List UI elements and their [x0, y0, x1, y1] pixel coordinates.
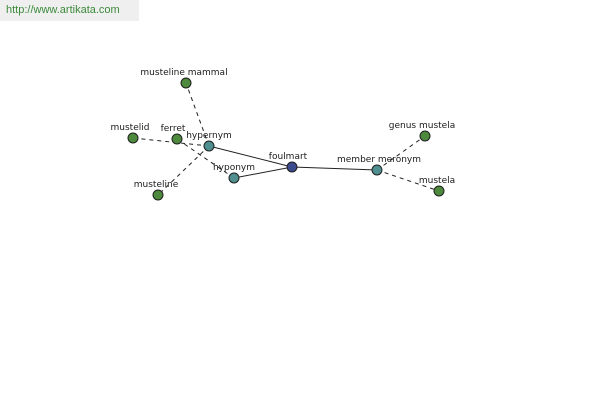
node-genus-mustela[interactable]: genus mustela	[389, 121, 455, 142]
node-dot-mustela[interactable]	[433, 185, 445, 197]
node-musteline-mammal[interactable]: musteline mammal	[140, 68, 228, 89]
node-label-genus-mustela: genus mustela	[389, 121, 455, 131]
node-dot-ferret[interactable]	[171, 133, 183, 145]
edge-foulmart-hyponym	[233, 166, 293, 179]
node-ferret[interactable]: ferret	[161, 124, 186, 145]
node-label-member-meronym: member meronym	[337, 155, 421, 165]
edges-layer	[132, 82, 440, 196]
node-label-mustela: mustela	[419, 176, 455, 186]
node-dot-member-meronym[interactable]	[371, 164, 383, 176]
edge-hyponym-ferret	[176, 138, 235, 179]
node-dot-genus-mustela[interactable]	[419, 130, 431, 142]
nodes-layer: foulmart hypernym hyponym member meronym mus…	[111, 68, 455, 201]
edge-foulmart-hypernym	[208, 145, 293, 168]
node-hypernym[interactable]: hypernym	[186, 131, 232, 152]
watermark-link[interactable]: http://www.artikata.com	[0, 0, 139, 21]
node-dot-foulmart[interactable]	[286, 161, 298, 173]
edge-member-meronym-genus-mustela	[376, 135, 426, 171]
node-dot-mustelid[interactable]	[127, 132, 139, 144]
node-member-meronym[interactable]: member meronym	[337, 155, 421, 176]
node-hyponym[interactable]: hyponym	[213, 163, 255, 184]
node-label-musteline: musteline	[134, 180, 179, 190]
edge-hypernym-musteline	[157, 145, 210, 196]
edge-hypernym-musteline-mammal	[185, 82, 210, 147]
node-foulmart[interactable]: foulmart	[269, 152, 308, 173]
node-dot-musteline-mammal[interactable]	[180, 77, 192, 89]
node-label-mustelid: mustelid	[111, 123, 150, 133]
node-mustelid[interactable]: mustelid	[111, 123, 150, 144]
node-dot-hyponym[interactable]	[228, 172, 240, 184]
node-mustela[interactable]: mustela	[419, 176, 455, 197]
node-label-hypernym: hypernym	[186, 131, 232, 141]
node-label-hyponym: hyponym	[213, 163, 255, 173]
node-label-foulmart: foulmart	[269, 152, 308, 162]
node-musteline[interactable]: musteline	[134, 180, 179, 201]
node-dot-musteline[interactable]	[152, 189, 164, 201]
edge-member-meronym-mustela	[376, 169, 440, 192]
node-label-ferret: ferret	[161, 124, 186, 134]
node-dot-hypernym[interactable]	[203, 140, 215, 152]
edge-foulmart-member-meronym	[291, 166, 378, 171]
node-label-musteline-mammal: musteline mammal	[140, 68, 227, 78]
